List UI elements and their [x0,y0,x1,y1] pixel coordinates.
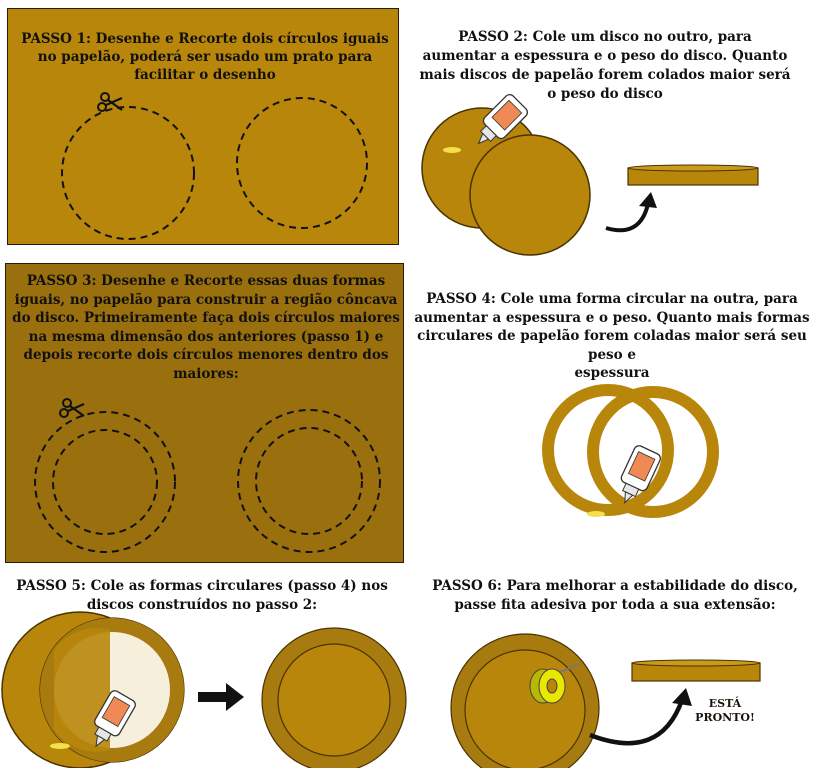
arrow-right-icon [198,683,244,711]
scissors-icon [58,397,86,419]
step3-panel [5,263,404,563]
step3-text: PASSO 3: Desenhe e Recorte essas duas fo… [12,273,400,382]
step5-result-disc [261,627,407,768]
scissors-icon [96,91,124,113]
curved-arrow-icon [589,688,692,746]
step6-text: PASSO 6: Para melhorar a estabilidade do… [432,578,798,613]
step6-disc [450,633,600,768]
step1-text: PASSO 1: Desenhe e Recorte dois círculos… [21,31,389,83]
step5-assembly [1,611,185,768]
curved-arrow-icon [605,192,657,233]
step5-text: PASSO 5: Cole as formas circulares (pass… [16,578,388,613]
step2-flat-disc [627,164,759,186]
step3-dashed-rings [34,409,381,553]
step1-panel [7,8,399,245]
step1-dashed-circles [61,97,368,240]
ready-label: ESTÁ PRONTO! [695,697,755,724]
step2-discs [421,107,591,256]
step4-rings [542,384,719,518]
tape-roll-icon [529,663,581,704]
step4-text: PASSO 4: Cole uma forma circular na outr… [414,291,810,381]
step2-text: PASSO 2: Cole um disco no outro, para au… [419,29,791,102]
step6-flat-disc [631,659,761,682]
